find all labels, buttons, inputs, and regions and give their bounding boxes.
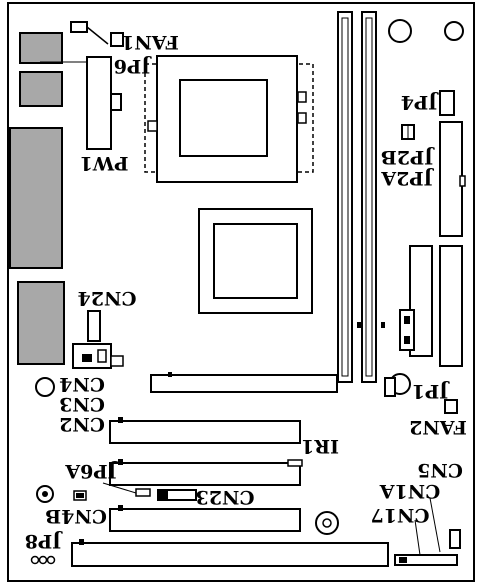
label-fan2: FAN2 xyxy=(409,416,467,438)
rear-port-parallel xyxy=(9,127,63,269)
cn17-connector xyxy=(394,554,458,566)
label-jp1: JP1 xyxy=(412,380,451,402)
jp4-jumper xyxy=(439,90,455,116)
label-cn17: CN17 xyxy=(371,504,430,526)
rear-port-serial xyxy=(17,281,65,365)
mounting-hole xyxy=(42,491,48,497)
jp8-pin xyxy=(46,555,56,565)
pw1-connector xyxy=(86,56,112,150)
cpu-socket-inner xyxy=(179,79,268,157)
label-cn1a: CN1A xyxy=(380,480,441,502)
label-fan1: FAN1 xyxy=(121,31,179,53)
label-cn3: CN3 xyxy=(59,393,105,415)
label-cn4: CN4 xyxy=(59,373,105,395)
jp6a-jumper xyxy=(135,488,151,497)
label-jp6a: JP6A xyxy=(65,460,118,482)
ide-connector-left xyxy=(409,245,433,357)
label-cn2: CN2 xyxy=(59,413,105,435)
label-jp8: JP8 xyxy=(25,530,64,552)
pci-slot-2 xyxy=(109,462,301,486)
rear-port-usb xyxy=(19,71,63,107)
mounting-hole xyxy=(35,377,55,397)
jp8-pin xyxy=(38,555,48,565)
pci-slot-1 xyxy=(109,420,301,444)
label-cn5: CN5 xyxy=(417,459,463,481)
label-ir1: IR1 xyxy=(301,435,339,457)
label-pw1: PW1 xyxy=(80,152,129,174)
label-jp2b: JP2B xyxy=(381,146,436,168)
pci-slot-3 xyxy=(109,508,301,532)
label-cn23: CN23 xyxy=(196,486,255,508)
agp-slot xyxy=(150,374,338,393)
label-jp2a: JP2A xyxy=(381,167,434,189)
ir1-header xyxy=(287,459,303,467)
chipset-inner xyxy=(213,223,298,299)
label-jp4: JP4 xyxy=(401,91,440,113)
pw1-connector-latch xyxy=(110,93,122,111)
mounting-hole xyxy=(322,518,332,528)
rear-port-top xyxy=(19,32,63,64)
fan2-connector xyxy=(444,399,458,414)
dimm-slot-2 xyxy=(361,11,377,383)
jp8-pin xyxy=(30,555,40,565)
mounting-hole xyxy=(388,19,412,43)
cn24-header xyxy=(87,310,101,342)
isa-slot xyxy=(71,542,389,567)
label-jp6: JP6 xyxy=(114,55,153,77)
ide-connector-top xyxy=(439,121,463,237)
cn5-connector xyxy=(449,529,461,549)
dimm-slot-1 xyxy=(337,11,353,383)
fan1-connector xyxy=(70,21,88,33)
mounting-hole xyxy=(444,21,464,41)
label-cn24: CN24 xyxy=(78,287,137,309)
fan1-pin xyxy=(110,32,124,47)
ide-connector-right xyxy=(439,245,463,367)
jp1-jumper xyxy=(384,377,396,397)
label-cn4b: CN4B xyxy=(45,505,107,527)
